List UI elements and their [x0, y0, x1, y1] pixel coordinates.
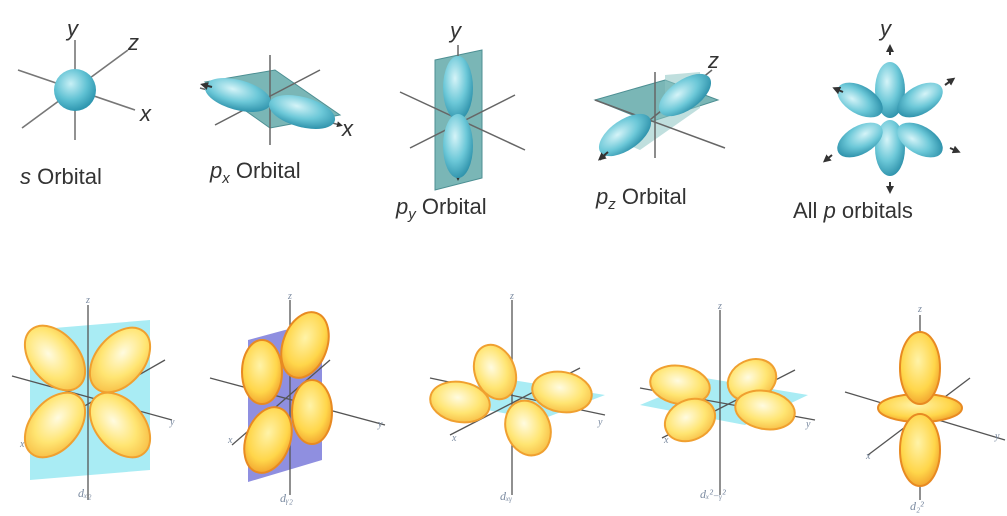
px-orbital	[199, 55, 343, 145]
dxz-label: dₓ₂	[78, 486, 92, 500]
py-orbital-label: py Orbital	[396, 194, 487, 223]
dx2y2-axis-z-label: z	[718, 301, 722, 312]
s-orbital-sphere	[54, 69, 96, 111]
allp-axis-y-label: y	[880, 16, 891, 41]
dx2y2-label: dₓ²₋ᵧ²	[700, 487, 726, 501]
dxz-axis-y-label: y	[170, 417, 175, 428]
dxy-axis-z-label: z	[510, 291, 514, 302]
dxz-orbital	[11, 305, 173, 500]
dyz-axis-x-label: x	[228, 435, 233, 446]
dz2-axis-x-label: x	[866, 451, 871, 462]
dyz-label: dᵧ₂	[280, 491, 293, 505]
dx2-y2-orbital	[639, 310, 816, 495]
s-axis-y-label: y	[67, 16, 78, 41]
dz2-label: d₂²	[910, 499, 924, 513]
dxy-axis-x-label: x	[452, 433, 457, 444]
dx2y2-axis-x-label: x	[664, 435, 669, 446]
dxy-label: dₓᵧ	[500, 489, 513, 503]
dyz-orbital	[209, 300, 386, 495]
py-axis-y-label: y	[450, 18, 461, 43]
dx2y2-axis-y-label: y	[806, 419, 811, 430]
all-p-orbitals	[822, 44, 961, 194]
s-orbital	[17, 40, 136, 140]
px-axis-x-label: x	[342, 116, 353, 141]
dz2-axis-z-label: z	[918, 304, 922, 315]
all-p-orbitals-label: All p orbitals	[793, 198, 913, 223]
dyz-axis-y-label: y	[378, 419, 383, 430]
dz2-axis-y-label: y	[995, 431, 1000, 442]
pz-axis-z-label: z	[708, 48, 719, 73]
dxz-axis-z-label: z	[86, 295, 90, 306]
py-orbital	[399, 45, 526, 191]
pz-orbital-label: pz Orbital	[596, 184, 687, 213]
dxy-orbital	[429, 300, 606, 495]
px-orbital-label: px Orbital	[210, 158, 301, 187]
s-axis-z-label: z	[128, 30, 139, 55]
dxy-axis-y-label: y	[598, 417, 603, 428]
dz2-orbital	[844, 315, 1006, 500]
pz-orbital	[593, 69, 726, 161]
s-axis-x-label: x	[140, 101, 151, 126]
s-orbital-label: s Orbital	[20, 164, 102, 189]
dxz-axis-x-label: x	[20, 439, 25, 450]
dyz-axis-z-label: z	[288, 291, 292, 302]
